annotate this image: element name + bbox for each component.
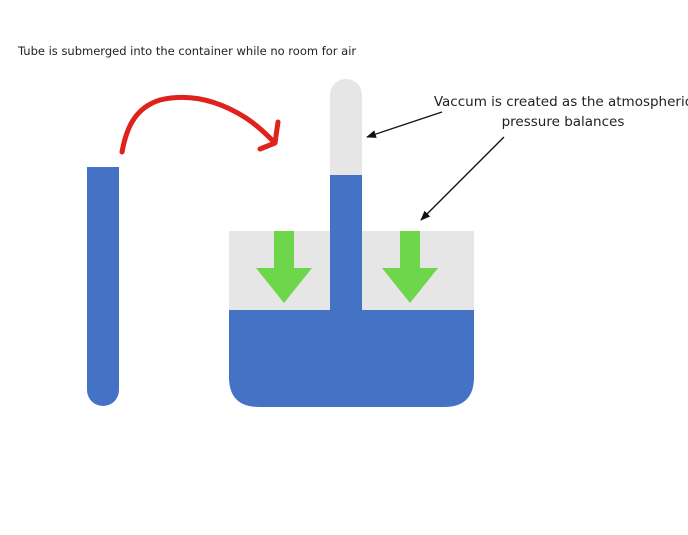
pointer-to-air (420, 136, 505, 221)
tube-vacuum (330, 79, 362, 175)
down-arrow-icon (382, 231, 438, 303)
caption: Tube is submerged into the container whi… (18, 44, 357, 58)
tube-water-column (330, 175, 362, 315)
curved-arrow-icon (119, 94, 281, 155)
annotation-line-2: pressure balances (501, 114, 625, 130)
annotation-line-1: Vaccum is created as the atmospheric (433, 94, 688, 110)
test-tube-standalone (87, 167, 119, 406)
container-water (229, 310, 474, 407)
pointer-to-vacuum (366, 111, 443, 138)
vacuum-annotation: Vaccum is created as the atmospheric pre… (426, 92, 688, 132)
down-arrow-icon (256, 231, 312, 303)
